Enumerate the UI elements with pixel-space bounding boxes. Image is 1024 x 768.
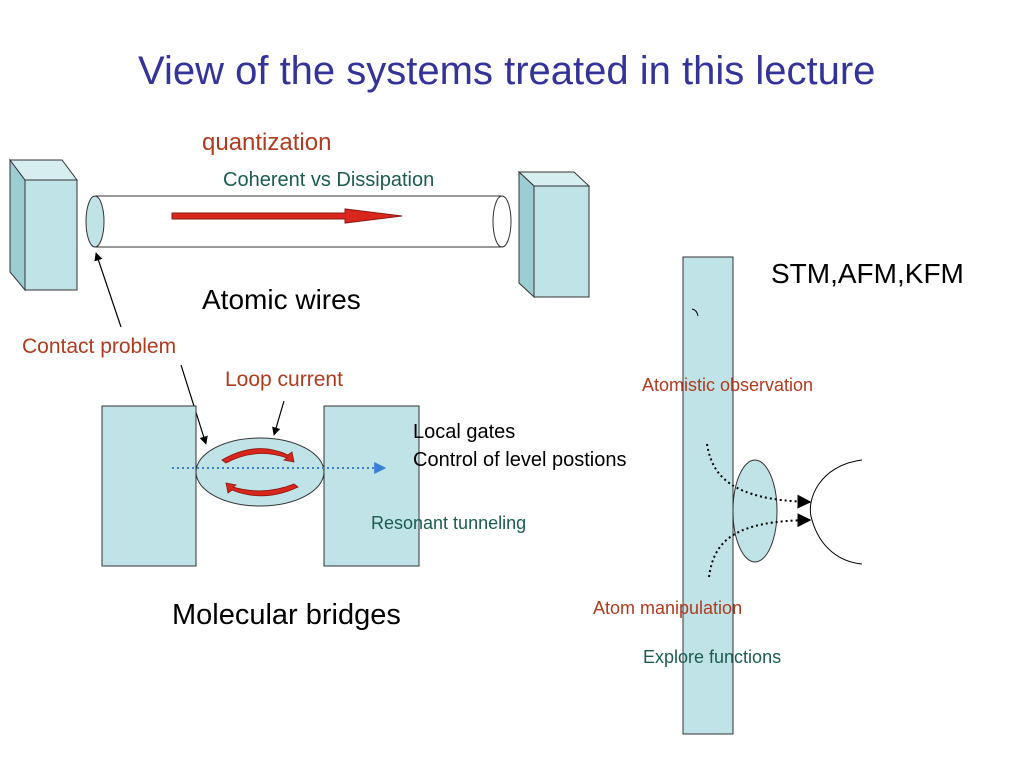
tip-ellipse: [732, 459, 778, 563]
left-wire-electrode: [9, 158, 78, 292]
atomistic-observation-label: Atomistic observation: [642, 375, 814, 395]
coherent-label: Coherent vs Dissipation: [223, 169, 435, 191]
dotted-curve-upper: [706, 443, 812, 509]
contact-arrow-down: [180, 364, 208, 445]
contact-arrow-up: [94, 252, 122, 328]
atomic-wires-label: Atomic wires: [202, 284, 361, 315]
stm-label: STM,AFM,KFM: [771, 258, 964, 289]
small-mark: [691, 308, 699, 317]
loop-current-arrow: [272, 400, 285, 436]
loop-arrow-top: [221, 448, 295, 464]
atom-manipulation-label: Atom manipulation: [593, 598, 743, 618]
molecular-bridges-label: Molecular bridges: [172, 599, 401, 631]
current-arrow: [171, 208, 403, 224]
loop-arrow-bottom: [225, 482, 299, 497]
bridge-left-electrode: [101, 405, 197, 567]
atomic-wire-cylinder: [85, 195, 512, 248]
quantization-label: quantization: [202, 129, 332, 156]
probe-bar: [682, 256, 734, 735]
contact-problem-label: Contact problem: [22, 335, 177, 358]
page-title: View of the systems treated in this lect…: [138, 49, 876, 93]
right-wire-electrode: [517, 170, 591, 299]
tip-arc: [809, 459, 863, 565]
dotted-curve-lower: [708, 513, 812, 578]
control-levels-label: Control of level postions: [413, 449, 627, 471]
resonant-tunneling-label: Resonant tunneling: [371, 513, 527, 533]
local-gates-label: Local gates: [413, 421, 516, 443]
bridge-right-electrode: [323, 405, 420, 567]
explore-functions-label: Explore functions: [643, 647, 782, 667]
loop-current-label: Loop current: [225, 368, 343, 391]
